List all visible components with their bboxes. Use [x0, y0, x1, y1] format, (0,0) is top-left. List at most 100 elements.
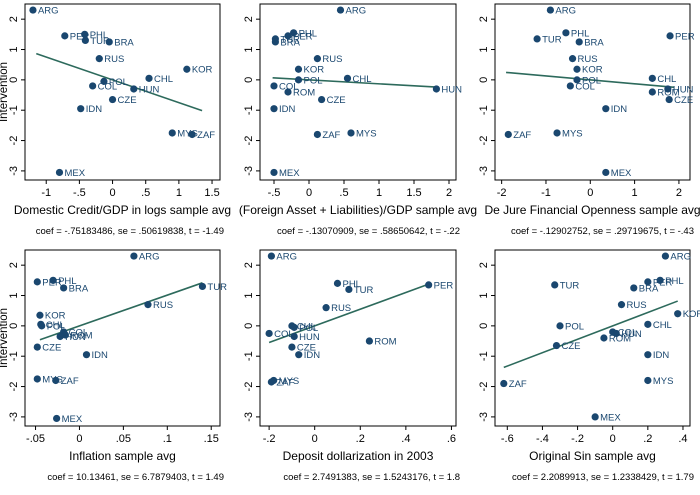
data-point: [95, 55, 103, 63]
point-label: HUN: [299, 332, 320, 343]
x-tick-label: 0: [76, 433, 82, 445]
data-point: [644, 376, 652, 385]
plot-frame: [259, 249, 457, 427]
y-tick-label: -3: [8, 166, 20, 176]
data-point: [336, 6, 345, 14]
data-point: [666, 32, 674, 40]
point-label: MEX: [64, 168, 85, 179]
point-label: ARG: [346, 6, 367, 17]
x-tick-label: 2: [446, 187, 452, 199]
point-label: TUR: [560, 280, 580, 291]
x-tick-label: .4: [678, 433, 687, 445]
plot-frame: [494, 3, 691, 181]
point-label: POL: [582, 75, 601, 86]
data-point: [294, 76, 303, 84]
point-label: ROM: [657, 88, 679, 99]
point-label: IDN: [611, 104, 628, 115]
y-tick-label: -3: [243, 412, 255, 422]
data-point: [33, 375, 41, 383]
point-label: COL: [69, 327, 89, 338]
data-point: [318, 95, 326, 104]
point-label: ARG: [38, 6, 59, 17]
x-tick-label: .1: [163, 433, 172, 445]
point-label: POL: [47, 321, 66, 332]
plot-frame: [24, 3, 221, 181]
x-tick-label: 0: [312, 433, 318, 445]
y-tick-label: 1: [243, 292, 255, 298]
point-label: TUR: [280, 34, 300, 45]
point-label: ZAF: [61, 376, 79, 387]
x-tick-label: .4: [401, 433, 410, 445]
data-point: [29, 6, 37, 14]
point-label: MEX: [279, 168, 300, 179]
data-point: [664, 85, 672, 93]
y-tick-label: -1: [243, 351, 255, 361]
point-label: CZE: [118, 95, 137, 106]
point-label: HUN: [139, 84, 160, 95]
data-point: [665, 95, 673, 104]
data-point: [612, 329, 620, 338]
data-point: [425, 281, 433, 289]
y-tick-label: -1: [8, 105, 20, 115]
x-tick-label: 0: [109, 187, 115, 199]
x-tick-label: .05: [116, 433, 131, 445]
point-label: IDN: [304, 350, 321, 361]
data-point: [661, 252, 670, 260]
x-tick-label: 0: [587, 187, 593, 199]
point-label: MYS: [653, 376, 674, 387]
point-label: PER: [434, 280, 454, 291]
data-point: [602, 105, 610, 113]
data-point: [644, 278, 652, 286]
point-label: ROM: [70, 330, 92, 341]
data-point: [546, 6, 554, 14]
x-tick-label: .2: [643, 433, 652, 445]
data-point: [591, 413, 599, 421]
y-tick-label: 0: [478, 323, 490, 329]
coef-note: coef = 2.7491383, se = 1.5243176, t = 1.…: [283, 472, 460, 483]
data-point: [602, 168, 610, 177]
y-tick-label: -2: [478, 382, 490, 392]
x-tick-label: -.6: [501, 433, 514, 445]
y-tick-label: 2: [478, 16, 490, 22]
plot-frame: [24, 249, 221, 427]
fit-line: [39, 282, 203, 341]
scatter-panel: -3-2-1012-.6-.4-.20.2.4ARGTURPERPHLBRARU…: [478, 249, 700, 483]
plot-frame: [494, 249, 691, 427]
y-tick-label: 2: [243, 16, 255, 22]
data-point: [267, 378, 275, 386]
y-tick-label: 1: [243, 46, 255, 52]
point-label: BRA: [69, 283, 89, 294]
point-label: BRA: [584, 37, 604, 48]
data-point: [556, 322, 564, 330]
point-label: HUN: [621, 329, 642, 340]
point-label: BRA: [114, 37, 134, 48]
point-label: PHL: [90, 30, 108, 41]
data-point: [33, 343, 41, 351]
point-label: COL: [279, 81, 299, 92]
x-tick-label: -.5: [268, 187, 281, 199]
data-point: [573, 65, 581, 73]
point-label: ROM: [609, 334, 631, 345]
y-tick-label: -1: [8, 351, 20, 361]
data-point: [630, 284, 638, 292]
y-tick-label: 0: [243, 323, 255, 329]
coef-note: coef = -.75183486, se = .50619838, t = -…: [36, 226, 224, 237]
point-label: ROM: [374, 337, 396, 348]
point-label: MEX: [600, 412, 621, 423]
point-label: POL: [109, 77, 128, 88]
point-label: POL: [299, 323, 318, 334]
y-tick-label: -2: [8, 382, 20, 392]
data-point: [365, 337, 373, 345]
data-point: [284, 32, 292, 40]
x-tick-label: 0: [306, 187, 312, 199]
x-axis-label: De Jure Financial Openness sample avg: [484, 203, 700, 217]
y-tick-label: -1: [478, 105, 490, 115]
point-label: CZE: [561, 341, 580, 352]
x-tick-label: 1: [632, 187, 638, 199]
data-point: [270, 82, 278, 90]
point-label: COL: [98, 81, 118, 92]
data-point: [617, 301, 626, 309]
point-label: TUR: [90, 36, 110, 47]
data-point: [38, 322, 46, 330]
data-point: [284, 88, 292, 96]
